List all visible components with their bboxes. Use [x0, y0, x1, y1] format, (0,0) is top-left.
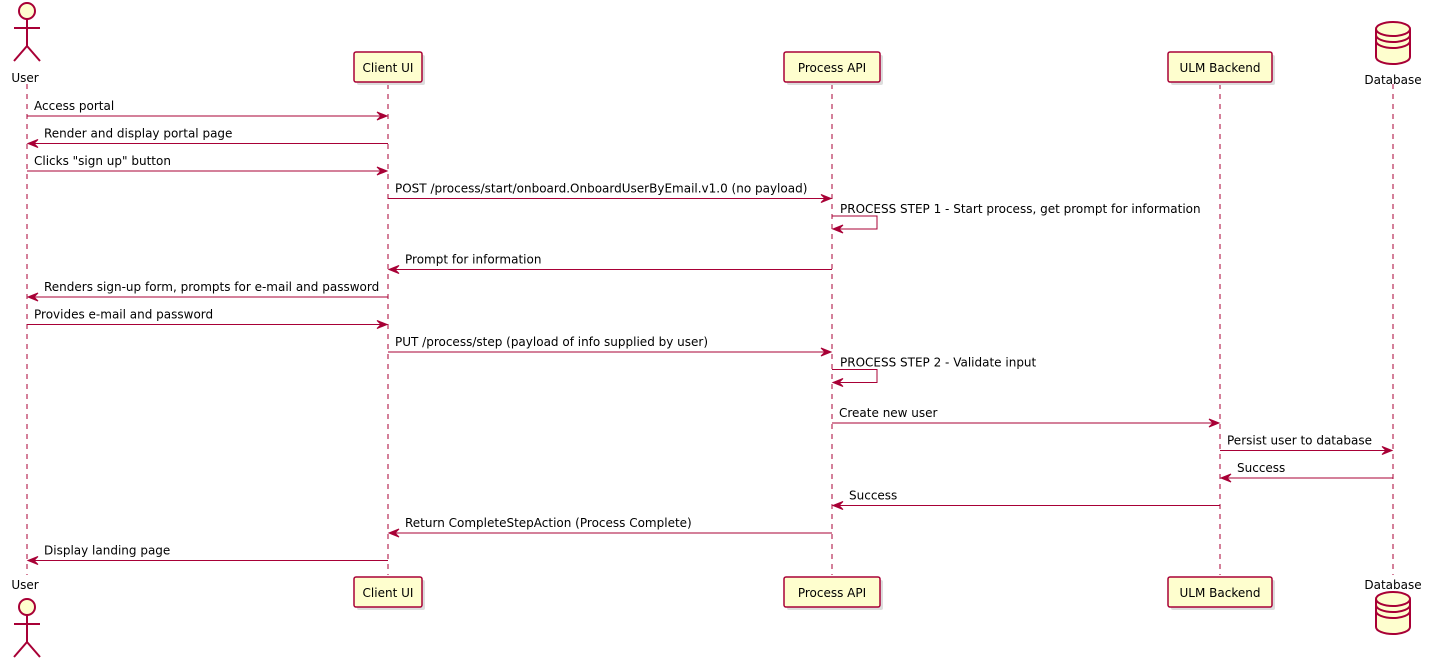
arrowhead: [387, 265, 400, 274]
message-label: Create new user: [839, 406, 938, 420]
participant-client-bottom: Client UI: [353, 576, 425, 610]
message-label: Clicks "sign up" button: [34, 154, 171, 168]
arrowhead: [376, 166, 389, 176]
message-7: Provides e-mail and password: [27, 308, 389, 329]
message-label: Success: [1237, 461, 1285, 475]
participant-client-top: Client UI: [353, 51, 425, 85]
database-label: Database: [1364, 73, 1421, 87]
message-label: Persist user to database: [1227, 434, 1372, 448]
message-label: PROCESS STEP 2 - Validate input: [840, 356, 1037, 370]
actor-user-top: User: [11, 2, 41, 85]
message-0: Access portal: [27, 99, 389, 121]
message-10: Create new user: [832, 406, 1221, 428]
database-db-top: Database: [1364, 21, 1422, 87]
message-9: PROCESS STEP 2 - Validate input: [831, 356, 1037, 387]
participant-label: Client UI: [363, 586, 414, 600]
arrowhead: [1381, 446, 1394, 455]
participant-process-bottom: Process API: [783, 576, 883, 610]
arrowhead: [26, 139, 39, 148]
arrowhead: [820, 347, 833, 357]
message-5: Prompt for information: [387, 253, 832, 274]
message-12: Success: [1219, 461, 1393, 483]
participant-label: ULM Backend: [1180, 61, 1261, 75]
arrowhead: [831, 501, 844, 510]
arrowhead: [831, 378, 844, 387]
message-3: POST /process/start/onboard.OnboardUserB…: [388, 182, 833, 203]
message-label: Renders sign-up form, prompts for e-mail…: [44, 280, 379, 294]
message-label: Return CompleteStepAction (Process Compl…: [405, 516, 692, 530]
message-label: PROCESS STEP 1 - Start process, get prom…: [840, 202, 1201, 216]
message-11: Persist user to database: [1220, 434, 1394, 455]
message-label: Success: [849, 489, 897, 503]
message-6: Renders sign-up form, prompts for e-mail…: [26, 280, 388, 302]
message-arrow: [832, 215, 878, 230]
arrowhead: [387, 528, 400, 538]
message-4: PROCESS STEP 1 - Start process, get prom…: [831, 202, 1201, 234]
arrowhead: [1219, 473, 1232, 483]
participant-label: Process API: [798, 586, 866, 600]
message-label: Prompt for information: [405, 253, 541, 267]
participant-process-top: Process API: [783, 51, 883, 85]
arrowhead: [376, 320, 389, 329]
actor-label: User: [11, 71, 38, 85]
arrowhead: [376, 111, 389, 121]
message-label: Display landing page: [44, 544, 170, 558]
message-label: Render and display portal page: [44, 127, 232, 141]
database-db-bottom: Database: [1364, 578, 1422, 635]
message-arrow: [832, 369, 878, 383]
message-label: PUT /process/step (payload of info suppl…: [395, 335, 708, 349]
database-label: Database: [1364, 578, 1421, 592]
message-1: Render and display portal page: [26, 127, 388, 148]
message-label: Access portal: [34, 99, 114, 113]
message-13: Success: [831, 489, 1220, 510]
arrowhead: [26, 556, 39, 565]
participant-label: Client UI: [363, 61, 414, 75]
message-label: Provides e-mail and password: [34, 308, 213, 322]
participant-ulm-bottom: ULM Backend: [1167, 576, 1275, 610]
actor-user-bottom: User: [11, 578, 41, 658]
arrowhead: [820, 194, 833, 203]
message-8: PUT /process/step (payload of info suppl…: [388, 335, 833, 357]
arrowhead: [831, 224, 844, 234]
arrowhead: [1208, 418, 1221, 428]
message-14: Return CompleteStepAction (Process Compl…: [387, 516, 832, 538]
actor-label: User: [11, 578, 38, 592]
participant-label: ULM Backend: [1180, 586, 1261, 600]
arrowhead: [26, 292, 39, 302]
participant-ulm-top: ULM Backend: [1167, 51, 1275, 85]
message-15: Display landing page: [26, 544, 388, 565]
message-label: POST /process/start/onboard.OnboardUserB…: [395, 182, 807, 196]
message-2: Clicks "sign up" button: [27, 154, 389, 176]
participant-label: Process API: [798, 61, 866, 75]
